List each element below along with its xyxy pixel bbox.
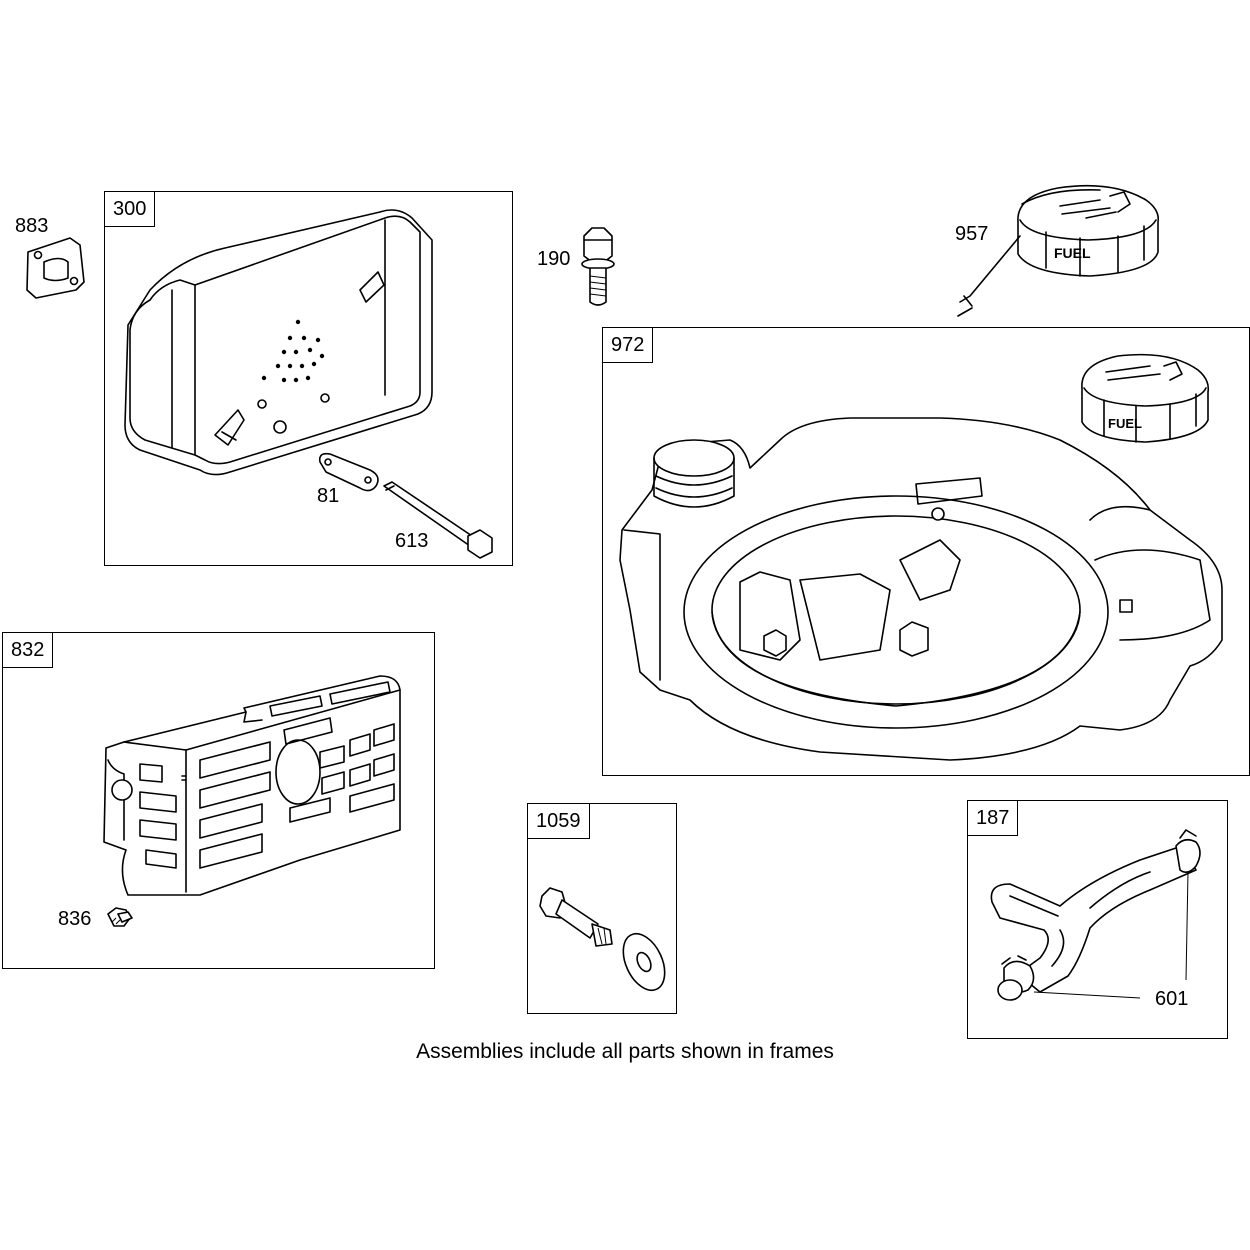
bolt-icon [581,227,615,306]
frame-187: 187 [967,800,1228,1039]
cap-embossed-text: FUEL [1054,245,1091,261]
callout-81: 81 [317,485,340,507]
fuel-line-icon [990,845,1197,993]
callout-601: 601 [1155,988,1189,1010]
frame-label-1059: 1059 [528,804,590,839]
caption: Assemblies include all parts shown in fr… [416,1040,834,1063]
muffler-icon [124,209,433,476]
lock-plate-icon [318,452,379,492]
frame-1059: 1059 [527,803,677,1014]
frame-972: 972 [602,327,1250,776]
screw-icon [107,907,133,927]
fuel-cap-icon: FUEL [1081,353,1210,443]
callout-613: 613 [395,530,429,552]
cap-embossed-text: FUEL [1108,416,1142,431]
leader-601-top [1185,871,1189,981]
gasket-icon [26,237,85,299]
bolt-icon [383,481,493,559]
frame-300: 300 [104,191,513,566]
callout-836: 836 [58,908,92,930]
frame-label-832: 832 [3,633,54,668]
heat-shield-icon [103,675,401,896]
fuel-tank-icon [619,417,1223,761]
frame-832: 832 [2,632,435,969]
frame-label-972: 972 [603,328,654,363]
callout-957: 957 [955,223,989,245]
washer-icon [622,932,666,992]
callout-883: 883 [15,215,49,237]
callout-190: 190 [537,248,571,270]
frame-label-300: 300 [105,192,156,227]
shoulder-bolt-icon [539,887,613,947]
hose-clamp-icon [997,829,1201,1001]
frame-label-187: 187 [968,801,1019,836]
fuel-cap-icon: FUEL [957,184,1160,317]
leader-601-bottom [1033,991,1141,999]
